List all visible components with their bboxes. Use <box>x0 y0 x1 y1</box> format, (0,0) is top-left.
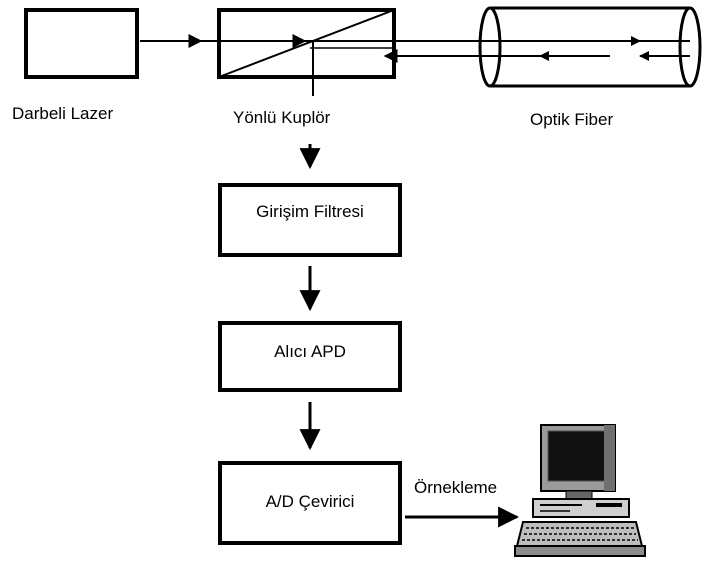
adc-box <box>218 461 402 545</box>
computer-icon <box>514 424 646 557</box>
coupler-box <box>217 8 396 79</box>
sampling-label: Örnekleme <box>414 478 498 497</box>
laser-box <box>24 8 139 79</box>
filter-box <box>218 183 402 257</box>
adc-label: A/D Çevirici <box>265 492 355 511</box>
fiber-label: Optik Fiber <box>530 110 614 129</box>
filter-label: Girişim Filtresi <box>256 202 364 221</box>
coupler-label: Yönlü Kuplör <box>233 108 331 127</box>
coupler-splitter-diagonal <box>218 9 395 78</box>
laser-label: Darbeli Lazer <box>12 104 114 123</box>
optical-fiber <box>478 6 702 88</box>
apd-label: Alıcı APD <box>274 342 346 361</box>
apd-box <box>218 321 402 392</box>
